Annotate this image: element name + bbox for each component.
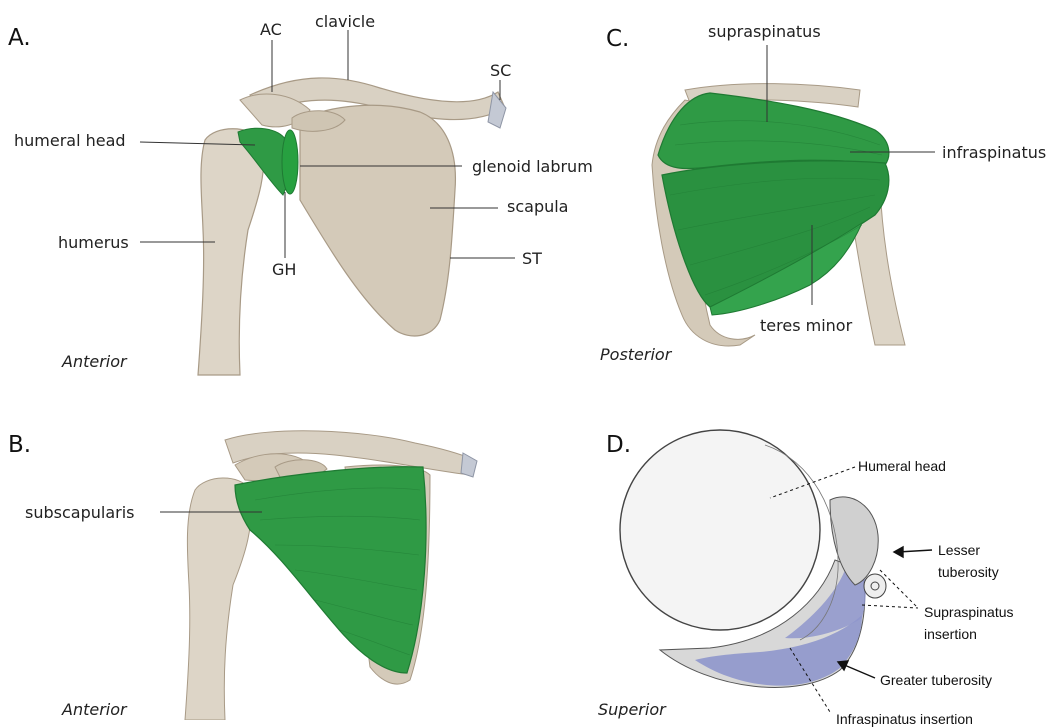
panel-c-letter: C.	[606, 26, 629, 52]
label-greater-tuberosity: Greater tuberosity	[880, 671, 992, 689]
panel-a-letter: A.	[8, 25, 31, 51]
label-subscapularis: subscapularis	[25, 503, 134, 522]
panel-a-view: Anterior	[62, 352, 127, 371]
label-supra-line2: insertion	[924, 625, 977, 643]
label-sc: SC	[490, 61, 511, 80]
panel-b-view: Anterior	[62, 700, 127, 719]
label-supraspinatus: supraspinatus	[708, 22, 821, 41]
label-infraspinatus-insertion: Infraspinatus insertion	[836, 710, 973, 728]
panel-b-letter: B.	[8, 432, 31, 458]
label-glenoid-labrum: glenoid labrum	[472, 157, 593, 176]
label-scapula: scapula	[507, 197, 568, 216]
panel-c-view: Posterior	[600, 345, 671, 364]
label-humeral-head: humeral head	[14, 131, 126, 150]
label-d-humeral-head: Humeral head	[858, 457, 946, 475]
panel-d-view: Superior	[598, 700, 666, 719]
label-teres-minor: teres minor	[760, 316, 852, 335]
label-infraspinatus: infraspinatus	[942, 143, 1046, 162]
panel-d-letter: D.	[606, 432, 631, 458]
label-lesser-line1: Lesser	[938, 541, 980, 559]
label-supra-line1: Supraspinatus	[924, 603, 1014, 621]
label-lesser-line2: tuberosity	[938, 563, 999, 581]
label-humerus: humerus	[58, 233, 129, 252]
label-st: ST	[522, 249, 542, 268]
label-gh: GH	[272, 260, 296, 279]
label-ac: AC	[260, 20, 282, 39]
label-clavicle: clavicle	[315, 12, 375, 31]
